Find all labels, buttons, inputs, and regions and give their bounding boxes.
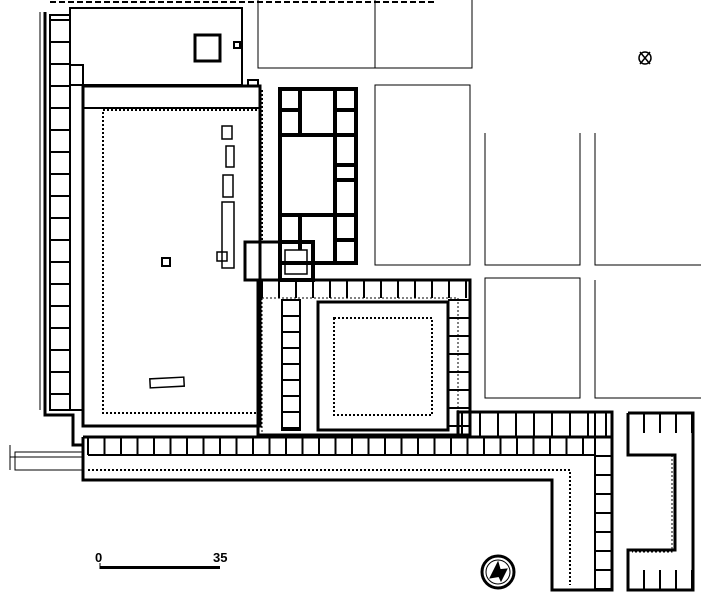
north-arrow-icon: [638, 51, 652, 65]
scale-bar: [99, 563, 220, 569]
main-courtyard: [81, 84, 262, 428]
compass-rose-icon: [480, 554, 516, 590]
scale-end-label: 35: [213, 550, 228, 565]
scale-start-label: 0: [95, 550, 103, 565]
east-building: [626, 411, 695, 592]
north-court: [69, 7, 259, 87]
east-rooms: [261, 87, 358, 265]
room-cells: [50, 19, 693, 590]
west-wing: [39, 12, 84, 447]
